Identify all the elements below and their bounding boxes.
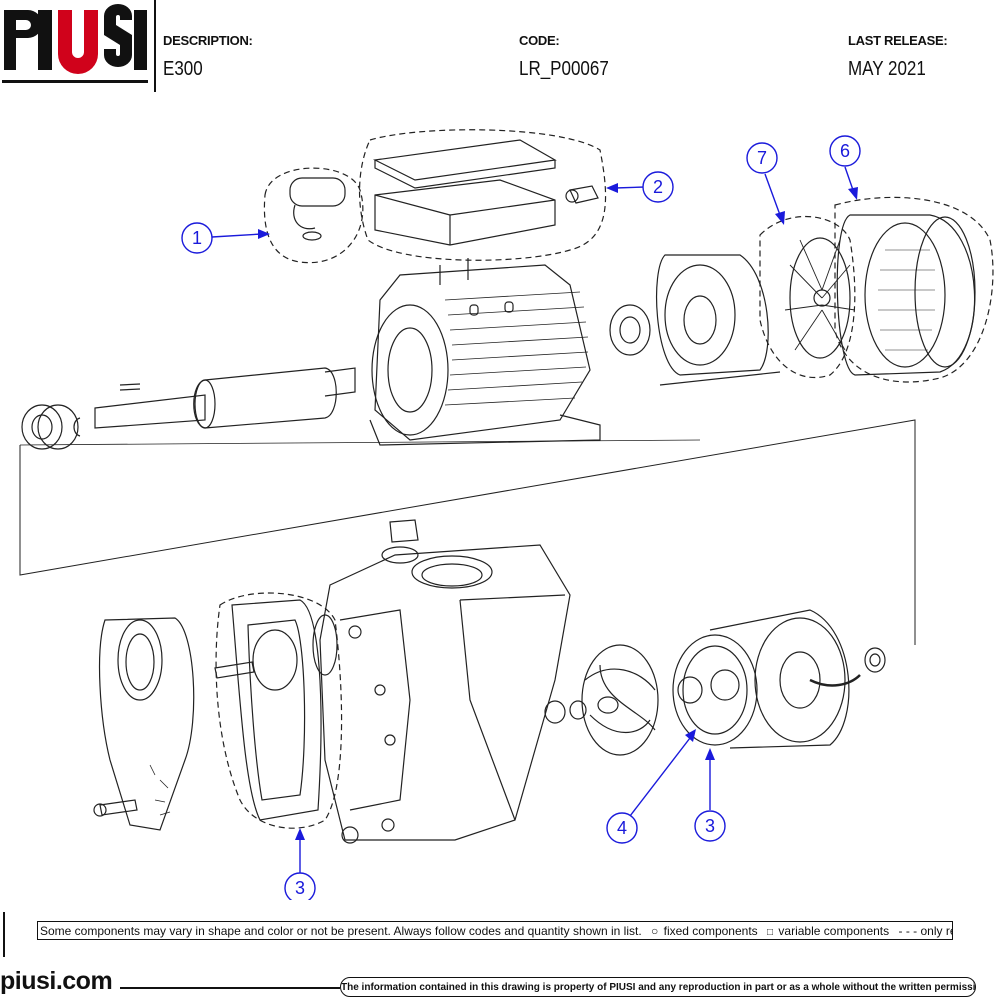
description-label: DESCRIPTION: [163,33,253,48]
callout-1: 1 [192,228,202,248]
group-fan-cover-outline [834,196,994,383]
release-label: LAST RELEASE: [848,33,948,48]
exploded-view-drawing: 1 2 3 3 4 6 7 [19,129,994,900]
footer-rule [120,987,340,989]
release-value: MAY 2021 [848,58,926,80]
group-fan-outline [759,215,856,379]
variable-components-label: variable components [778,924,890,938]
callout-3-bottom-left: 3 [295,878,305,898]
group-gasket-outline [215,592,343,829]
copyright-notice: The information contained in this drawin… [340,977,976,997]
left-margin-bar [3,912,5,957]
group-capacitor-outline [263,167,364,264]
fixed-components-icon: ○ [651,924,659,938]
description-value: E300 [163,58,203,80]
variable-components-icon: □ [767,927,774,938]
callout-4: 4 [617,818,627,838]
callout-7: 7 [757,148,767,168]
website-label: piusi.com [0,967,113,995]
code-value: LR_P00067 [519,58,609,80]
components-note: Some components may vary in shape and co… [37,921,953,940]
code-label: CODE: [519,33,560,48]
reference-label: - - - only reference [898,924,952,938]
callout-6: 6 [840,141,850,161]
callout-2: 2 [653,177,663,197]
note-text: Some components may vary in shape and co… [40,924,642,938]
piusi-logo [0,0,150,92]
callout-3-bottom-right: 3 [705,816,715,836]
group-terminal-box-outline [358,129,607,261]
header-separator [154,0,156,92]
fixed-components-label: fixed components [663,924,758,938]
